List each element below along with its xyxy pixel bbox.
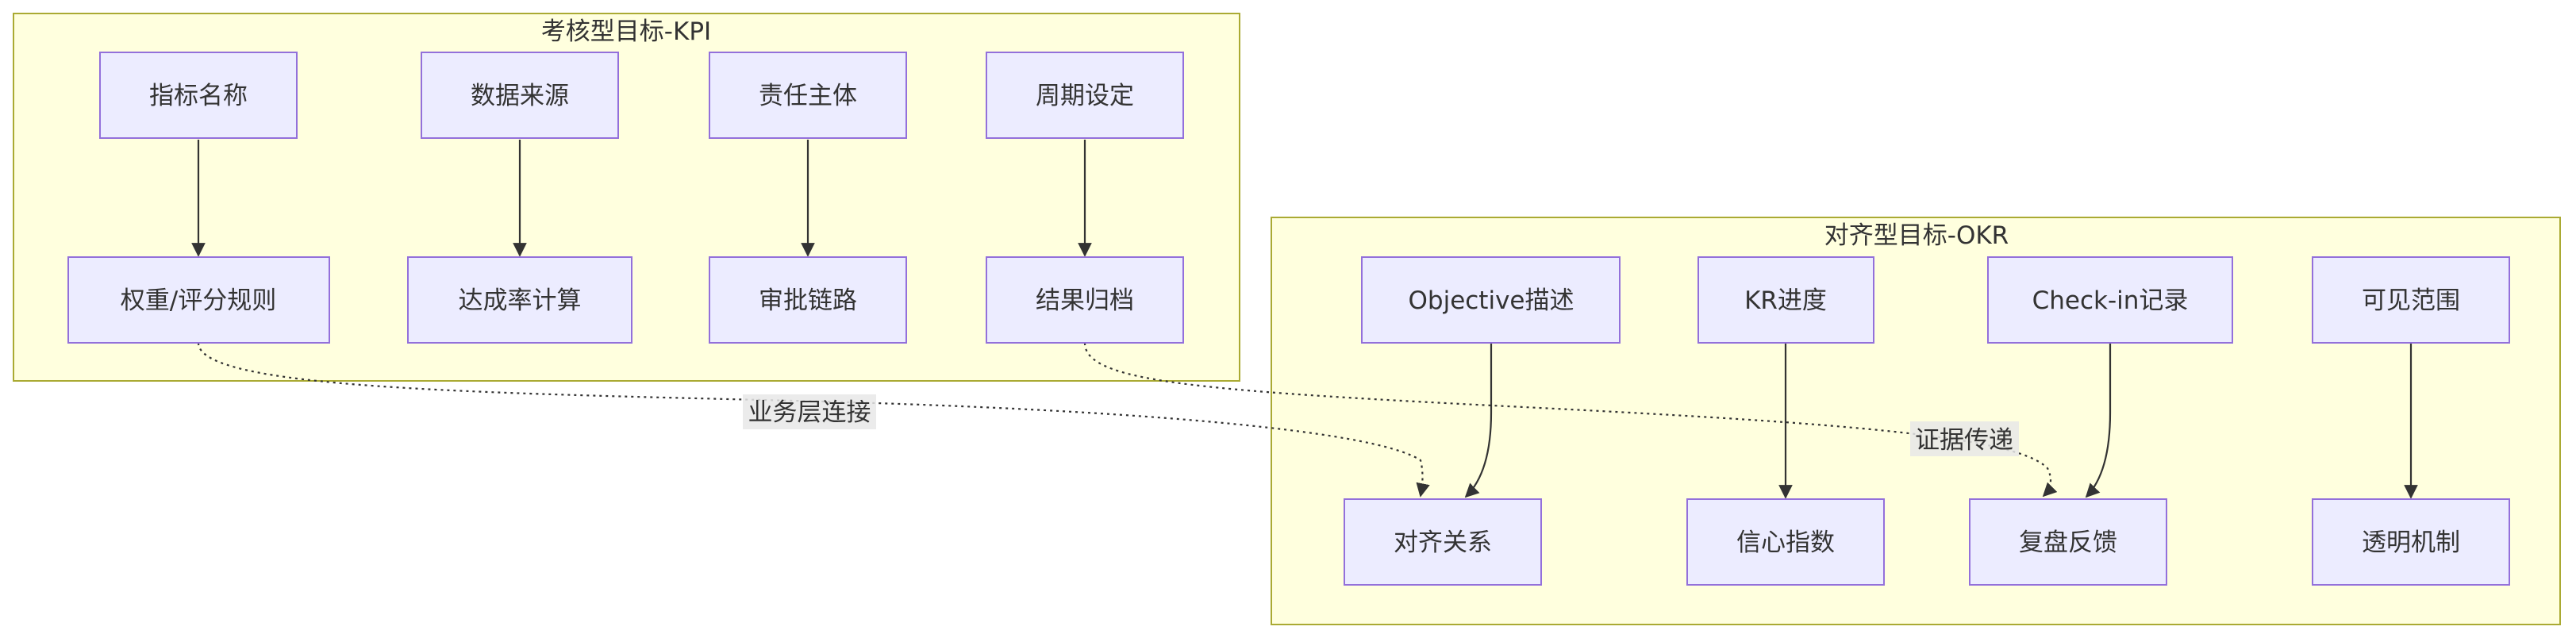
svg-text:结果归档: 结果归档 bbox=[1036, 286, 1134, 315]
svg-text:透明机制: 透明机制 bbox=[2362, 528, 2460, 557]
svg-text:达成率计算: 达成率计算 bbox=[459, 286, 582, 315]
node-kpi-name: 指标名称 bbox=[99, 52, 298, 139]
node-kpi-result: 结果归档 bbox=[986, 256, 1184, 344]
svg-text:数据来源: 数据来源 bbox=[471, 82, 569, 110]
node-kpi-weight: 权重/评分规则 bbox=[67, 256, 330, 344]
svg-text:周期设定: 周期设定 bbox=[1036, 82, 1134, 110]
kpi-edges bbox=[191, 140, 1092, 257]
node-okr-confidence: 信心指数 bbox=[1686, 498, 1885, 586]
svg-text:信心指数: 信心指数 bbox=[1736, 528, 1835, 557]
edge-checkin-to-review bbox=[2085, 343, 2112, 498]
node-okr-objective: Objective描述 bbox=[1361, 256, 1621, 344]
svg-text:审批链路: 审批链路 bbox=[759, 286, 857, 315]
node-kpi-source: 数据来源 bbox=[421, 52, 619, 139]
node-okr-checkin: Check-in记录 bbox=[1987, 256, 2233, 344]
node-kpi-period: 周期设定 bbox=[986, 52, 1184, 139]
svg-text:复盘反馈: 复盘反馈 bbox=[2019, 528, 2117, 557]
edge-weight-to-alignment bbox=[197, 342, 1430, 498]
node-okr-alignment: 对齐关系 bbox=[1344, 498, 1542, 586]
svg-text:可见范围: 可见范围 bbox=[2362, 286, 2460, 315]
svg-text:对齐关系: 对齐关系 bbox=[1394, 528, 1492, 557]
cross-edges: 业务层连接 证据传递 bbox=[197, 342, 2058, 498]
svg-text:责任主体: 责任主体 bbox=[759, 82, 857, 110]
cluster-kpi-title: 考核型目标-KPI bbox=[541, 17, 711, 46]
cluster-okr-title: 对齐型目标-OKR bbox=[1824, 221, 2009, 250]
svg-text:权重/评分规则: 权重/评分规则 bbox=[121, 286, 276, 315]
svg-text:指标名称: 指标名称 bbox=[149, 82, 248, 110]
okr-edges bbox=[1464, 343, 2418, 499]
node-kpi-owner: 责任主体 bbox=[709, 52, 907, 139]
node-okr-visibility: 可见范围 bbox=[2312, 256, 2510, 344]
edge-label-business-link: 业务层连接 bbox=[748, 398, 871, 427]
node-okr-transparency: 透明机制 bbox=[2312, 498, 2510, 586]
node-kpi-approval: 审批链路 bbox=[709, 256, 907, 344]
node-kpi-rate: 达成率计算 bbox=[407, 256, 632, 344]
svg-text:KR进度: KR进度 bbox=[1744, 286, 1827, 315]
node-okr-review: 复盘反馈 bbox=[1969, 498, 2167, 586]
edge-label-evidence-pass: 证据传递 bbox=[1915, 426, 2013, 455]
node-okr-kr: KR进度 bbox=[1697, 256, 1874, 344]
svg-text:Objective描述: Objective描述 bbox=[1409, 286, 1574, 315]
svg-text:Check-in记录: Check-in记录 bbox=[2032, 286, 2189, 315]
edge-objective-to-alignment bbox=[1464, 343, 1493, 498]
edge-result-to-review bbox=[1083, 342, 2058, 498]
